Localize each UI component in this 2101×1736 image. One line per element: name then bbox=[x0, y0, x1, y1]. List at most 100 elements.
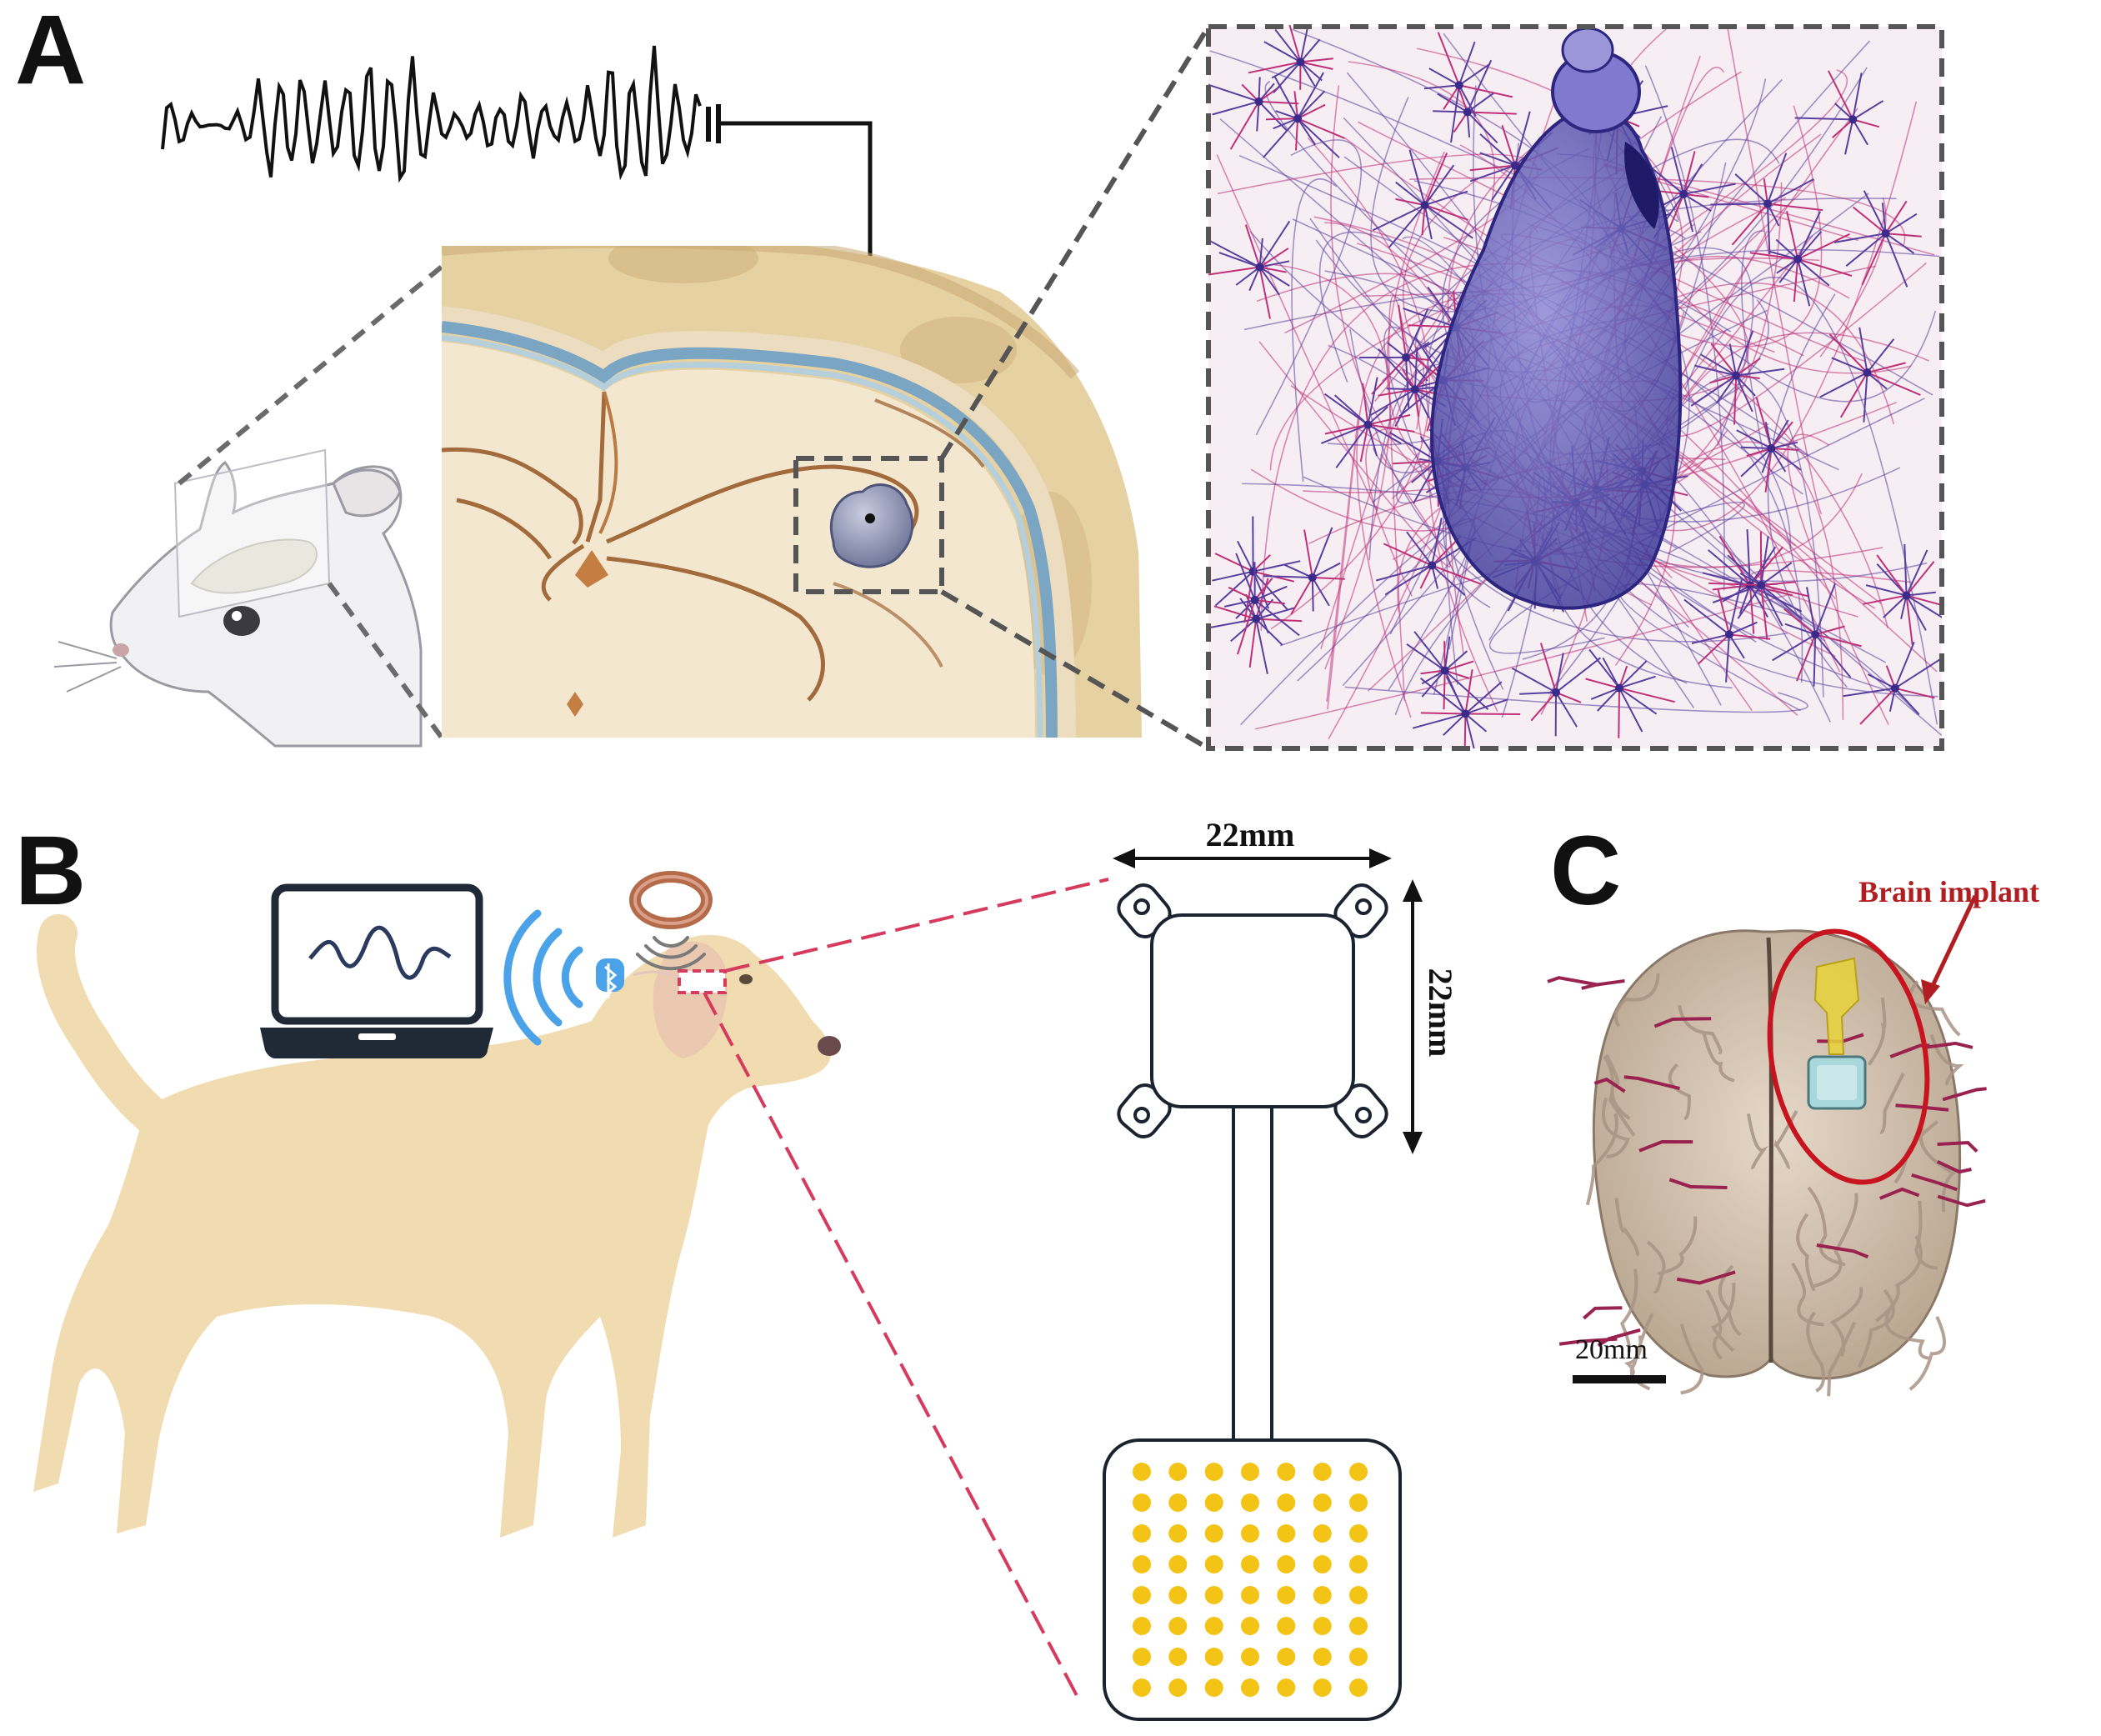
panel-a-letter: A bbox=[15, 0, 86, 105]
electrode-contact bbox=[1349, 1493, 1368, 1512]
electrode-contact bbox=[1204, 1648, 1223, 1666]
width-dimension-label: 22mm bbox=[1206, 816, 1295, 853]
tumor-mass bbox=[1430, 27, 1683, 610]
gyrus bbox=[1914, 1200, 1938, 1270]
electrode-contact bbox=[1241, 1586, 1259, 1604]
neuron-cell bbox=[1412, 669, 1521, 750]
blood-vessel bbox=[1936, 1159, 1972, 1174]
electrode-contact bbox=[1133, 1524, 1151, 1543]
neuron-fiber bbox=[1787, 433, 1889, 725]
panel-c-letter: C bbox=[1550, 816, 1621, 926]
gyrus bbox=[1702, 1031, 1735, 1083]
electrode-contact bbox=[1349, 1617, 1368, 1635]
electrode-contact bbox=[1133, 1463, 1151, 1481]
coil-signal-icon bbox=[636, 936, 706, 971]
scale-bar-label: 20mm bbox=[1575, 1334, 1648, 1365]
neuron-cell bbox=[1736, 397, 1802, 493]
electrode-contact bbox=[1168, 1524, 1188, 1543]
head-implant-marker bbox=[678, 969, 727, 994]
panel-b: B bbox=[15, 816, 1459, 1721]
blood-vessel bbox=[1597, 1328, 1641, 1348]
electrode-contact bbox=[1133, 1678, 1151, 1697]
electrode-contact bbox=[1277, 1555, 1296, 1573]
electrode-contact bbox=[1313, 1463, 1332, 1481]
electrode-contact bbox=[1133, 1493, 1151, 1512]
electrode-contact bbox=[1349, 1678, 1368, 1697]
electrode-array bbox=[1103, 1438, 1402, 1721]
electrode-contact bbox=[1313, 1493, 1332, 1512]
electrode-contact bbox=[1204, 1678, 1223, 1697]
annotation-arrowhead bbox=[1921, 979, 1940, 1004]
implant-lead-photo bbox=[1813, 957, 1860, 1055]
neuron-cell bbox=[1833, 190, 1922, 288]
neuron-fiber bbox=[1291, 178, 1338, 482]
electrode-contact bbox=[1168, 1586, 1188, 1604]
electrode-contact bbox=[1168, 1678, 1188, 1697]
zoom-line bbox=[178, 264, 443, 486]
neuron-network bbox=[1206, 24, 1944, 751]
blood-vessel bbox=[1926, 1041, 1973, 1049]
charging-coil bbox=[629, 871, 713, 929]
neuron-cell bbox=[1749, 211, 1853, 307]
blood-vessel bbox=[1593, 1077, 1626, 1093]
electrode-contact bbox=[1349, 1524, 1368, 1543]
neuron-cell bbox=[1208, 220, 1291, 319]
zoom-line bbox=[940, 589, 1210, 751]
dog-illustration bbox=[33, 914, 841, 1538]
electrode-contact bbox=[1241, 1555, 1259, 1573]
zoom-line bbox=[327, 582, 444, 739]
electrode-contact bbox=[1204, 1493, 1223, 1512]
neuron-fiber bbox=[1726, 27, 1823, 515]
gyrus bbox=[1603, 1055, 1636, 1137]
gyrus bbox=[1867, 997, 1887, 1066]
blood-vessel bbox=[1623, 1075, 1681, 1091]
electrode-contact bbox=[1133, 1586, 1151, 1604]
electrode-contact bbox=[1241, 1678, 1259, 1697]
gyrus bbox=[1796, 1213, 1816, 1292]
wireless-signal-icon bbox=[503, 909, 583, 1046]
gyrus bbox=[1614, 1198, 1639, 1257]
electrode-contact bbox=[1204, 1617, 1223, 1635]
eeg-signal bbox=[161, 45, 702, 183]
panel-b-letter: B bbox=[15, 816, 86, 926]
panel-c: C Brain implant 20mm bbox=[1547, 816, 2039, 1397]
electrode-contact bbox=[1313, 1617, 1332, 1635]
gyrus bbox=[1806, 1311, 1825, 1393]
gyrus bbox=[1773, 1110, 1798, 1170]
electrode-contact bbox=[1277, 1463, 1296, 1481]
gyrus bbox=[1668, 1063, 1691, 1121]
gyrus bbox=[1929, 1033, 1964, 1086]
neuron-cell bbox=[1690, 330, 1785, 425]
neuron-cell bbox=[1321, 377, 1415, 468]
electrode-contact bbox=[1204, 1463, 1223, 1481]
tumor bbox=[829, 483, 914, 568]
electrode-contact bbox=[1313, 1586, 1332, 1604]
electrode-grid bbox=[1133, 1463, 1368, 1697]
neuron-cell bbox=[1208, 77, 1299, 150]
electrode-contact bbox=[1133, 1617, 1151, 1635]
blood-vessel bbox=[1942, 1087, 1987, 1102]
neuron-cell bbox=[1511, 643, 1602, 737]
blood-vessel bbox=[1937, 1194, 1986, 1208]
neuron-fiber bbox=[1684, 277, 1938, 725]
electrode-contact bbox=[1349, 1648, 1368, 1666]
blood-vessel bbox=[1547, 976, 1599, 987]
gyrus bbox=[1585, 1113, 1618, 1206]
gyrus bbox=[1705, 1289, 1723, 1360]
brain-photo bbox=[1547, 929, 1987, 1397]
neuron-fiber bbox=[1488, 398, 1925, 654]
neuron-fiber bbox=[1270, 137, 1430, 630]
neuron-cell bbox=[1263, 72, 1345, 158]
gyrus bbox=[1746, 1113, 1768, 1170]
electrode-contact bbox=[1168, 1617, 1188, 1635]
neuron-cell bbox=[1772, 583, 1862, 687]
bluetooth-icon bbox=[596, 958, 624, 998]
gyrus bbox=[1827, 1321, 1856, 1397]
electrode-contact bbox=[1133, 1648, 1151, 1666]
neuron-cell bbox=[1863, 543, 1942, 645]
electrode-contact bbox=[1168, 1493, 1188, 1512]
neuron-cell bbox=[1585, 648, 1675, 738]
gyrus bbox=[1807, 1186, 1846, 1267]
electrode-contact bbox=[1241, 1648, 1259, 1666]
annotation-arrow bbox=[1929, 894, 1978, 989]
